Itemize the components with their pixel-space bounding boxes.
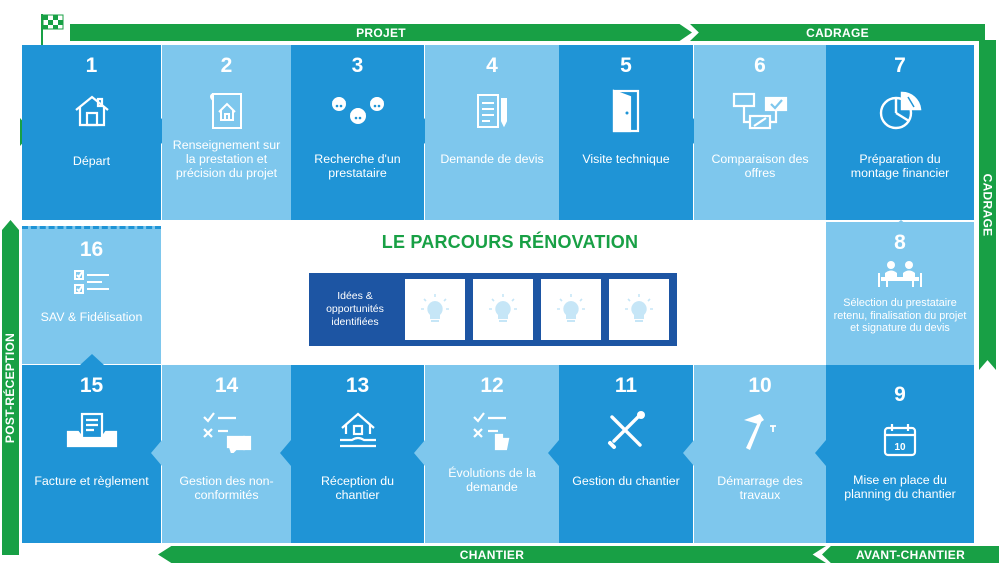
document-pen-icon	[472, 84, 512, 138]
step-number: 9	[894, 383, 906, 406]
band-cadrage-top-label: CADRAGE	[806, 25, 869, 40]
step-number: 6	[754, 54, 766, 77]
lightbulb-icon	[557, 293, 585, 322]
step-1: 1 Départ	[22, 45, 161, 220]
step-label: Gestion des non-conformités	[179, 474, 274, 502]
idea-slot	[609, 279, 669, 340]
step-number: 3	[351, 54, 364, 77]
step-label: Sélection du prestataire retenu, finalis…	[833, 297, 967, 335]
lightbulb-icon	[625, 293, 653, 322]
workers-helmets-icon	[329, 84, 387, 138]
band-post-reception: POST-RÉCEPTION	[2, 220, 19, 555]
step-15: 15 Facture et règlement	[22, 365, 161, 543]
step-label: Gestion du chantier	[572, 474, 680, 488]
house-hand-icon	[336, 404, 380, 458]
step-label: Réception du chantier	[320, 474, 395, 502]
step-number: 15	[79, 374, 104, 397]
step-arrow	[548, 440, 559, 466]
step-14: 14 Gestion des non-conformités	[162, 365, 291, 543]
step-4: 4 Demande de devis	[425, 45, 559, 220]
step-label: Demande de devis	[440, 152, 544, 166]
house-plan-icon	[207, 84, 247, 138]
step-number: 14	[214, 374, 239, 397]
band-chantier: CHANTIER	[158, 546, 826, 563]
idea-slot	[473, 279, 533, 340]
step-label: Renseignement sur la prestation et préci…	[172, 138, 281, 180]
step-number: 16	[79, 238, 104, 261]
step-number: 7	[894, 54, 906, 77]
step-number: 13	[345, 374, 370, 397]
step-label: Préparation du montage financier	[850, 152, 950, 180]
svg-text:10: 10	[894, 442, 906, 453]
idea-slot	[405, 279, 465, 340]
step-7: 7 Préparation du montage financier	[826, 45, 974, 220]
band-chantier-label: CHANTIER	[459, 547, 525, 562]
step-label: Mise en place du planning du chantier	[844, 473, 956, 501]
pie-chart-icon	[878, 84, 922, 138]
step-number: 12	[480, 374, 504, 397]
step-16: 16 SAV & Fidélisation	[22, 226, 161, 364]
band-post-reception-label: POST-RÉCEPTION	[3, 332, 18, 443]
step-label: Visite technique	[582, 152, 670, 166]
band-cadrage-right-label: CADRAGE	[980, 173, 995, 237]
step-number: 1	[85, 54, 98, 77]
step-3: 3 Recherche d'un prestataire	[291, 45, 424, 220]
step-10: 10 Démarrage des travaux	[694, 365, 826, 543]
checklist-thumbs-down-icon	[200, 404, 254, 458]
lightbulb-icon	[421, 293, 449, 322]
step-arrow	[151, 440, 162, 466]
checkered-flag-icon	[40, 13, 66, 59]
step-number: 11	[614, 374, 638, 397]
step-arrow	[683, 440, 694, 466]
band-projet: PROJET	[70, 24, 692, 41]
step-arrow	[280, 440, 291, 466]
step-label: Démarrage des travaux	[717, 474, 803, 502]
step-label: SAV & Fidélisation	[40, 310, 143, 324]
step-number: 2	[220, 54, 233, 77]
idea-slot	[541, 279, 601, 340]
step-number: 10	[748, 374, 772, 397]
band-cadrage-top: CADRAGE	[690, 24, 985, 41]
step-6: 6 Comparaison des offres	[694, 45, 826, 220]
checklist-icon	[72, 264, 112, 302]
step-arrow	[815, 440, 826, 466]
step-arrow	[889, 220, 913, 230]
ideas-panel: Idées & opportunités identifiées	[309, 273, 677, 346]
band-avant-chantier: AVANT-CHANTIER	[822, 546, 999, 563]
step-number: 5	[620, 54, 632, 77]
step-label: Départ	[72, 154, 111, 168]
band-cadrage-right: CADRAGE	[979, 40, 996, 370]
step-8: 8 Sélection du prestataire retenu, final…	[826, 222, 974, 365]
step-12: 12 Évolutions de la demande	[425, 365, 559, 543]
step-11: 11 Gestion du chantier	[559, 365, 693, 543]
step-number: 4	[486, 54, 498, 77]
step-13: 13 Réception du chantier	[291, 365, 424, 543]
step-arrow	[414, 440, 425, 466]
meeting-table-icon	[875, 257, 925, 291]
step-9: 9 10 Mise en place du planning du chanti…	[826, 365, 974, 543]
hammer-icon	[740, 404, 780, 458]
step-2: 2 Renseignement sur la prestation et pré…	[162, 45, 291, 220]
door-icon	[610, 84, 642, 138]
comparison-checklist-icon	[730, 84, 790, 138]
calendar-icon: 10	[882, 413, 918, 467]
step-label: Recherche d'un prestataire	[314, 152, 401, 180]
step-arrow	[80, 354, 104, 365]
step-label: Évolutions de la demande	[448, 466, 536, 494]
invoice-hands-icon	[66, 404, 118, 458]
checklist-hand-icon	[470, 404, 514, 458]
band-avant-chantier-label: AVANT-CHANTIER	[855, 547, 966, 562]
ideas-label: Idées & opportunités identifiées	[326, 290, 384, 328]
band-projet-label: PROJET	[356, 25, 406, 40]
house-icon	[72, 84, 112, 138]
step-label: Facture et règlement	[34, 474, 149, 488]
page-title: LE PARCOURS RÉNOVATION	[381, 232, 639, 252]
step-label: Comparaison des offres	[711, 152, 809, 180]
lightbulb-icon	[489, 293, 517, 322]
step-5: 5 Visite technique	[559, 45, 693, 220]
tools-icon	[604, 404, 648, 458]
step-number: 8	[894, 231, 906, 254]
